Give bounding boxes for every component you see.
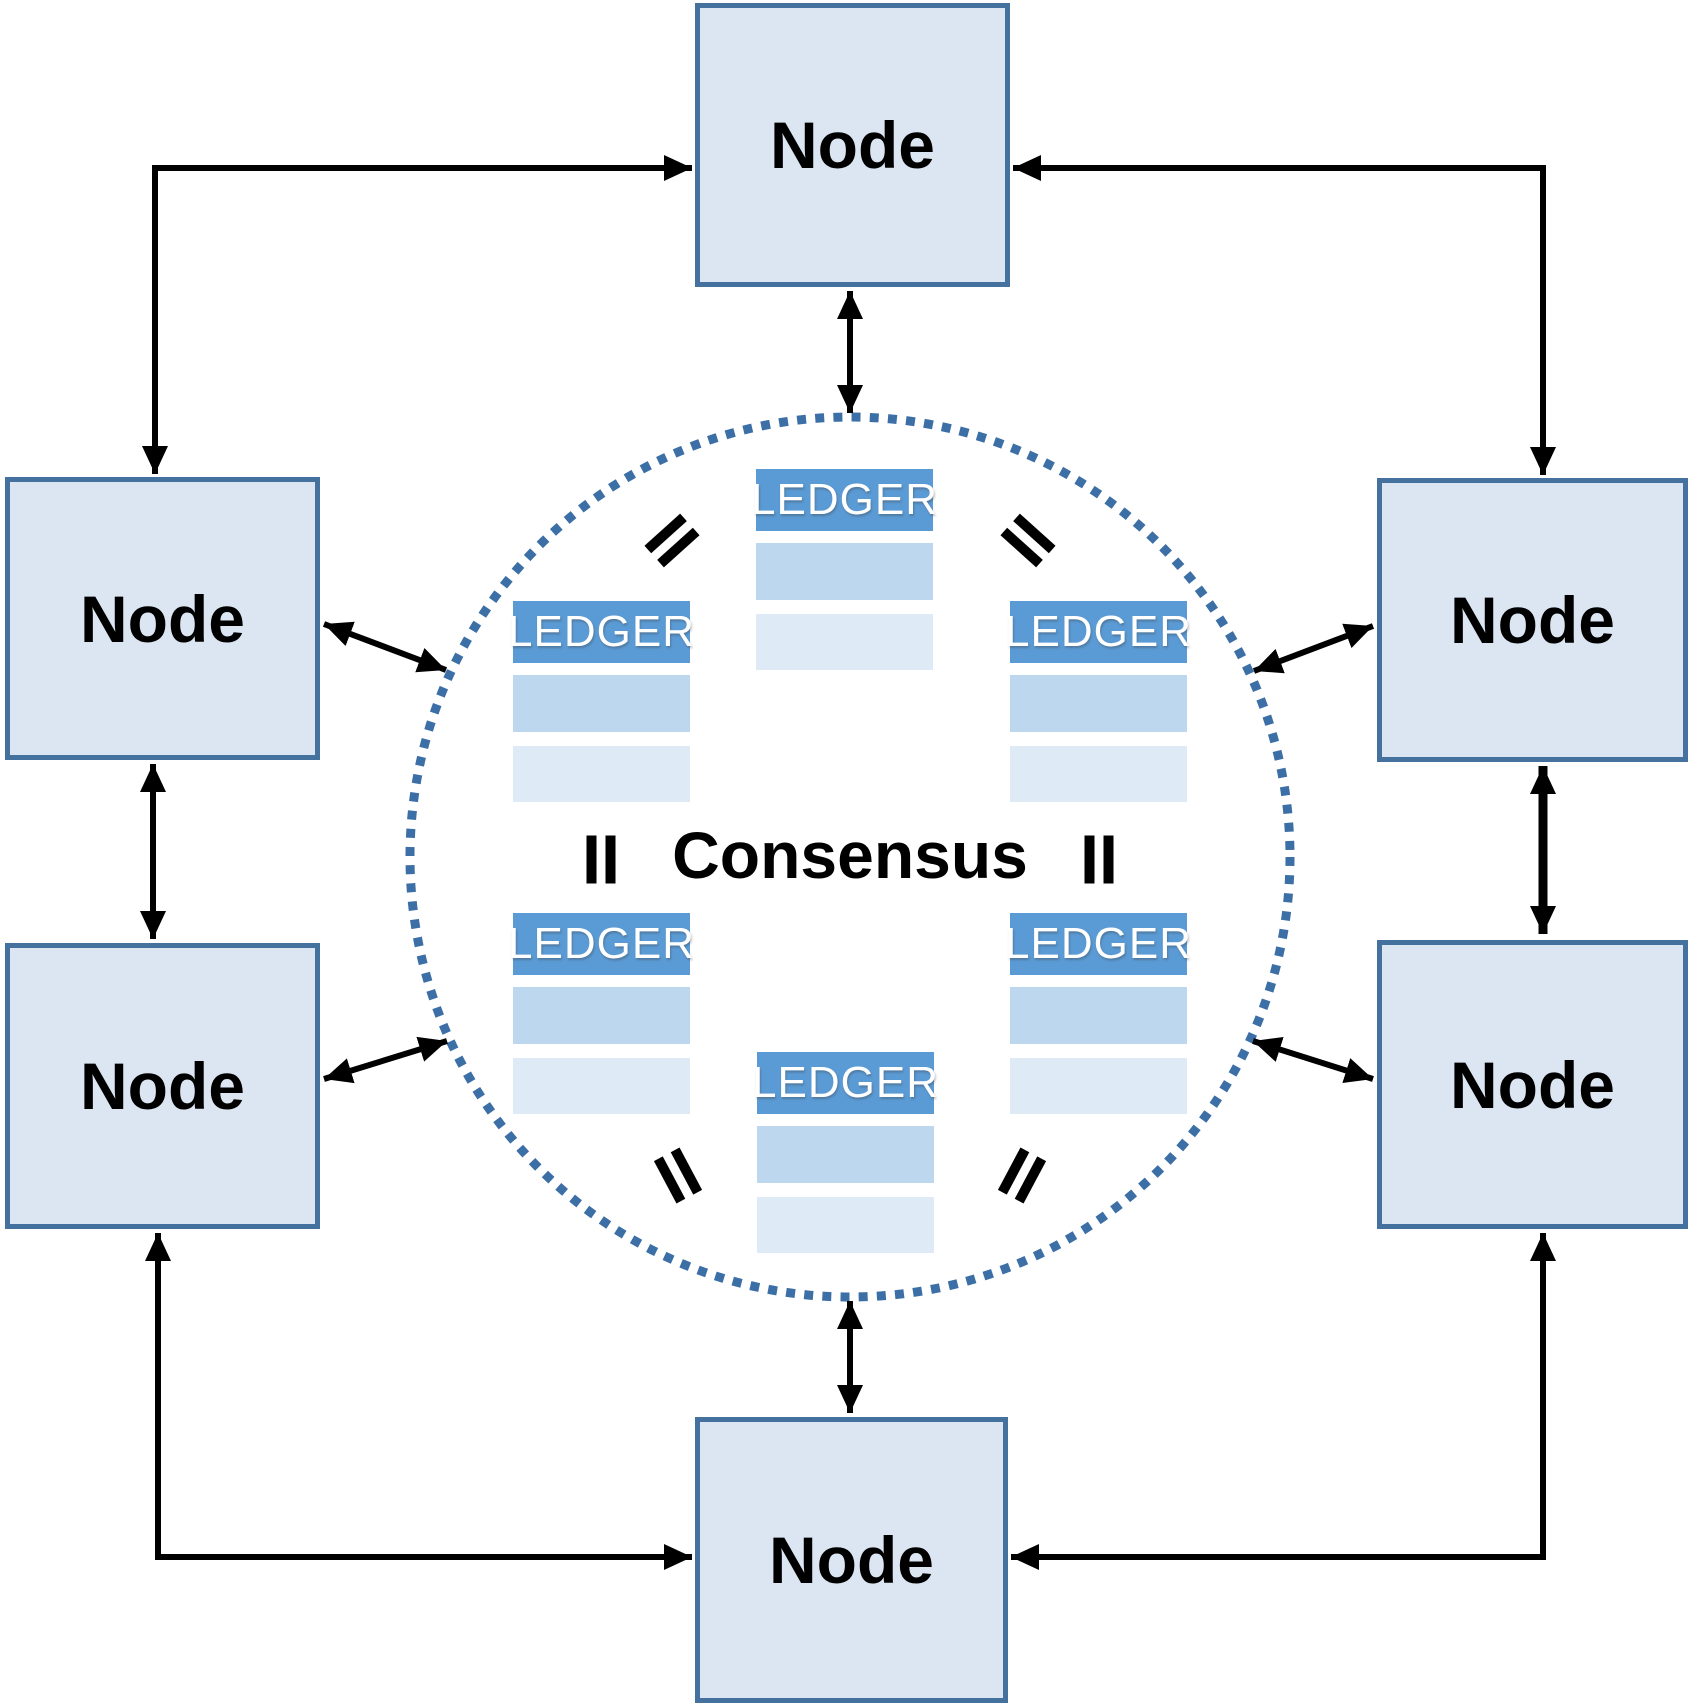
- node-label: Node: [1450, 583, 1615, 657]
- ledger-header: LEDGER: [752, 1052, 938, 1114]
- node-box-bottom: Node: [695, 1417, 1008, 1703]
- node-label: Node: [769, 1523, 934, 1597]
- ledger-block-mid-right: LEDGER: [1005, 601, 1191, 802]
- ledger-row: [513, 746, 690, 802]
- node-box-top: Node: [695, 3, 1010, 287]
- ledger-row: [756, 614, 933, 670]
- arrow-bottom-node-to-left-lower-node: [145, 1233, 692, 1570]
- node-box-right-lower: Node: [1377, 940, 1688, 1229]
- ledger-header: LEDGER: [751, 469, 937, 531]
- ledger-header: LEDGER: [1005, 601, 1191, 663]
- consensus-title: Consensus: [672, 818, 1028, 892]
- ledger-block-bottom-center: LEDGER: [752, 1052, 938, 1253]
- ledger-row: [757, 1126, 934, 1183]
- ledger-header: LEDGER: [508, 913, 694, 975]
- arrow-right-lower-node-to-circle: [1252, 1037, 1374, 1083]
- node-label: Node: [1450, 1047, 1615, 1122]
- ledger-row: [513, 1058, 690, 1114]
- ledger-header: LEDGER: [1005, 913, 1191, 975]
- ledger-row: [1010, 746, 1187, 802]
- ledger-block-top-center: LEDGER: [751, 469, 937, 670]
- arrow-top-node-to-left-upper-node: [142, 155, 692, 474]
- arrow-bottom-node-to-right-lower-node: [1011, 1233, 1556, 1570]
- arrow-left-upper-node-to-circle: [322, 621, 448, 673]
- ledger-row: [1010, 675, 1187, 732]
- ledger-row: [513, 987, 690, 1044]
- node-label: Node: [80, 1049, 245, 1123]
- node-label: Node: [80, 581, 245, 656]
- arrow-left-lower-node-to-circle: [323, 1036, 448, 1084]
- arrow-right-upper-node-to-circle: [1252, 623, 1375, 674]
- ledger-block-bottom-left: LEDGER: [508, 913, 694, 1114]
- ledger-header: LEDGER: [508, 601, 694, 663]
- arrow-top-node-to-right-upper-node: [1013, 155, 1556, 475]
- consensus-circle-dotted-border: [405, 412, 1295, 1302]
- ledger-row: [757, 1197, 934, 1253]
- ledger-block-mid-left: LEDGER: [508, 601, 694, 802]
- node-box-left-lower: Node: [5, 943, 320, 1229]
- ledger-row: [756, 543, 933, 600]
- ledger-row: [1010, 1058, 1187, 1114]
- ledger-block-bottom-right: LEDGER: [1005, 913, 1191, 1114]
- ledger-row: [1010, 987, 1187, 1044]
- ledger-row: [513, 675, 690, 732]
- node-box-left-upper: Node: [5, 477, 320, 760]
- node-box-right-upper: Node: [1377, 478, 1688, 762]
- node-label: Node: [770, 108, 935, 182]
